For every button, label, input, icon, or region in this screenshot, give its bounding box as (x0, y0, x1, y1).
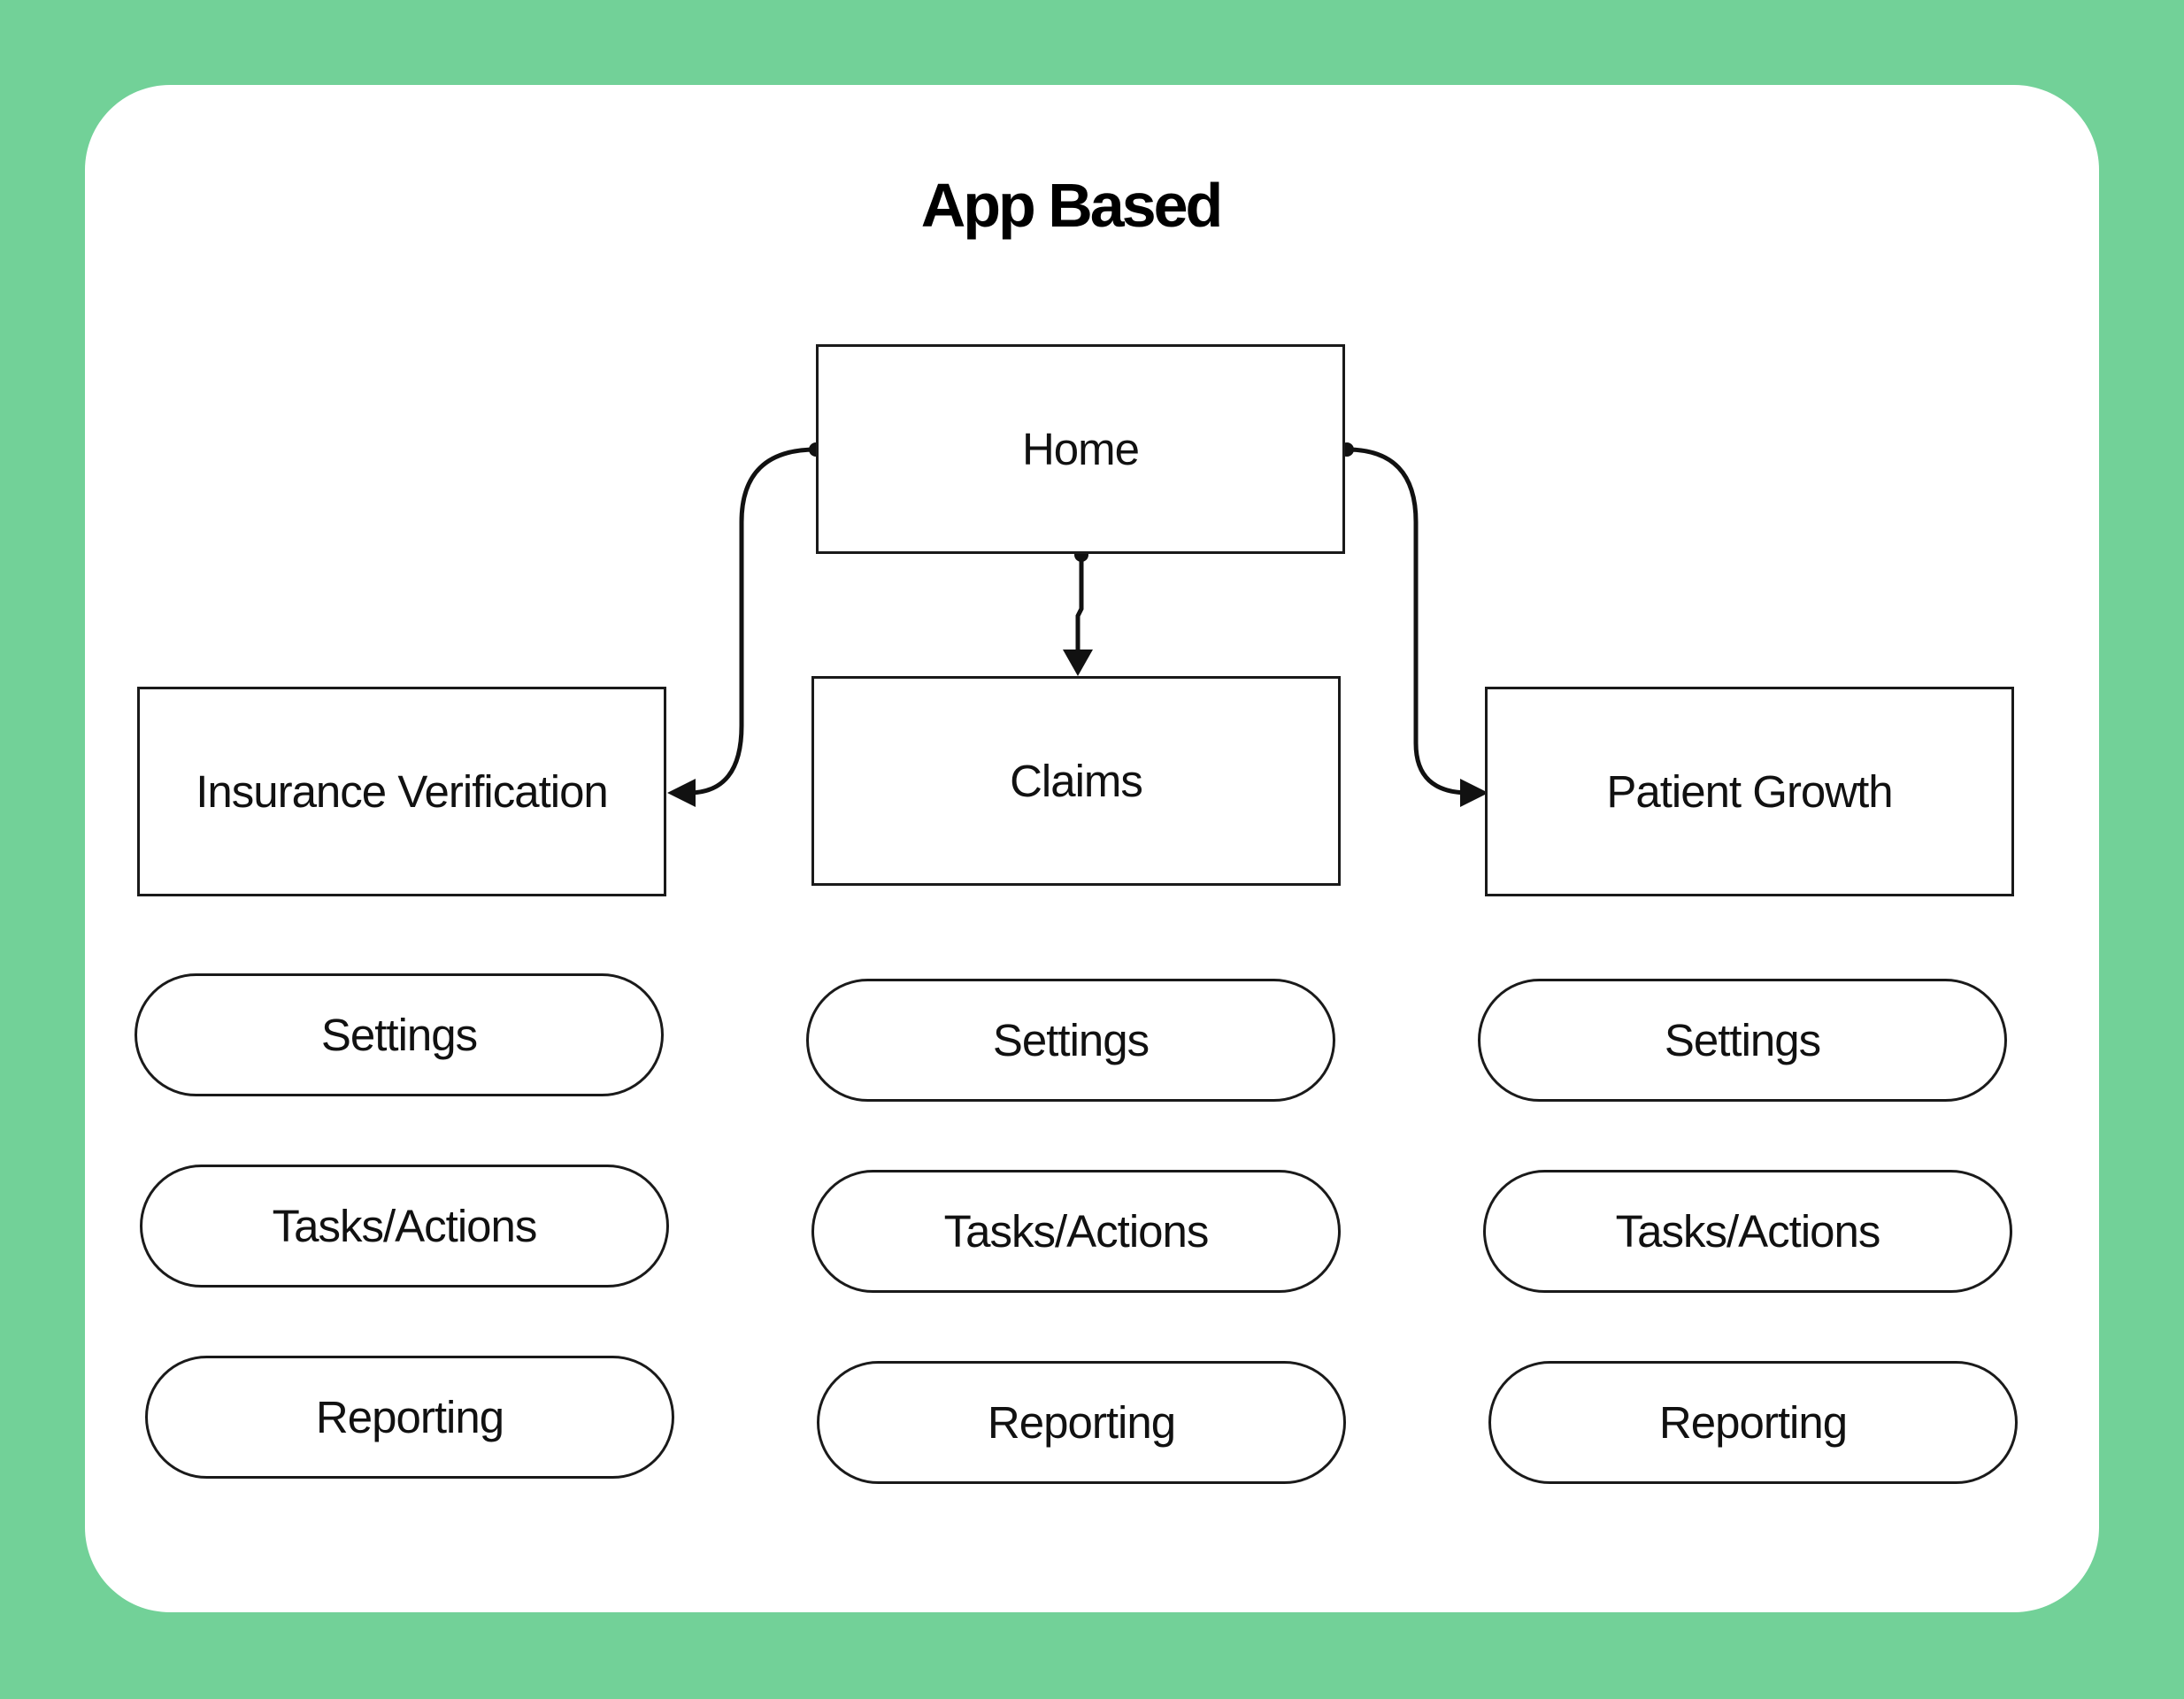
pill-label: Settings (1664, 1015, 1821, 1065)
pill-label: Tasks/Actions (272, 1201, 538, 1251)
pill-label: Tasks/Actions (943, 1206, 1210, 1257)
patient-growth-tasks-actions-pill[interactable]: Tasks/Actions (1483, 1170, 2012, 1293)
claims-settings-pill[interactable]: Settings (806, 979, 1335, 1102)
diagram-title: App Based (920, 171, 1224, 240)
home-node-label: Home (1021, 424, 1140, 474)
claims-tasks-actions-pill[interactable]: Tasks/Actions (811, 1170, 1341, 1293)
patient-growth-reporting-pill[interactable]: Reporting (1488, 1361, 2018, 1484)
patient-growth-node[interactable]: Patient Growth (1485, 687, 2014, 896)
pill-label: Tasks/Actions (1615, 1206, 1881, 1257)
insurance-reporting-pill[interactable]: Reporting (145, 1356, 674, 1479)
pill-label: Reporting (1658, 1397, 1848, 1448)
claims-reporting-pill[interactable]: Reporting (817, 1361, 1346, 1484)
pill-label: Settings (320, 1010, 478, 1060)
insurance-tasks-actions-pill[interactable]: Tasks/Actions (140, 1165, 669, 1288)
insurance-verification-label: Insurance Verification (196, 766, 609, 817)
home-node[interactable]: Home (816, 344, 1345, 554)
insurance-verification-node[interactable]: Insurance Verification (137, 687, 666, 896)
patient-growth-label: Patient Growth (1606, 766, 1893, 817)
claims-node[interactable]: Claims (811, 676, 1341, 886)
pill-label: Settings (992, 1015, 1150, 1065)
insurance-settings-pill[interactable]: Settings (135, 973, 664, 1096)
claims-label: Claims (1010, 756, 1143, 806)
patient-growth-settings-pill[interactable]: Settings (1478, 979, 2007, 1102)
pill-label: Reporting (315, 1392, 504, 1442)
pill-label: Reporting (987, 1397, 1176, 1448)
